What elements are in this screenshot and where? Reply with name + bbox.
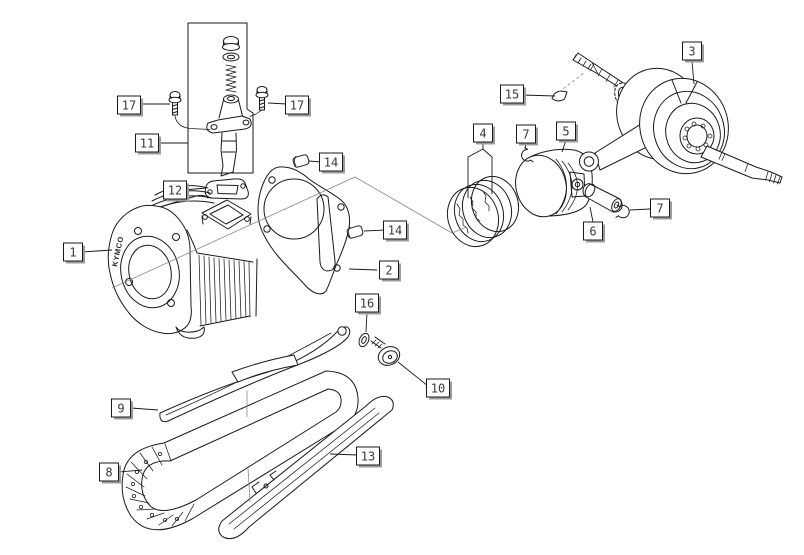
svg-text:17: 17 xyxy=(122,99,136,113)
callout-17-right[interactable]: 17 xyxy=(286,96,312,117)
tensioner-gasket xyxy=(205,179,248,199)
callout-7-upper[interactable]: 7 xyxy=(517,125,539,146)
callout-3[interactable]: 3 xyxy=(683,42,705,63)
rod-small-end xyxy=(580,152,599,171)
callout-14-upper[interactable]: 14 xyxy=(320,153,346,174)
svg-text:12: 12 xyxy=(168,184,182,198)
svg-text:6: 6 xyxy=(589,225,596,239)
dowel-pin-lower xyxy=(346,225,363,239)
chain-guide-lower xyxy=(219,396,394,538)
washer xyxy=(357,332,371,348)
piston xyxy=(509,149,592,222)
svg-text:15: 15 xyxy=(505,88,519,102)
tensioner-cap-bolt xyxy=(223,37,240,51)
cylinder-exhaust-stub xyxy=(176,327,204,338)
svg-text:2: 2 xyxy=(385,264,392,278)
guide-clip xyxy=(270,471,276,480)
crank-bearing xyxy=(680,118,714,154)
svg-text:7: 7 xyxy=(656,202,663,216)
svg-text:10: 10 xyxy=(431,382,445,396)
callouts: 1 2 3 4 5 6 7 xyxy=(64,42,705,484)
piston-pin-clip-lower xyxy=(616,205,629,218)
svg-text:4: 4 xyxy=(479,127,486,141)
tensioner-assembly xyxy=(175,23,262,176)
cylinder-bore-inner xyxy=(124,241,176,303)
callout-13[interactable]: 13 xyxy=(357,447,383,468)
callout-14-lower[interactable]: 14 xyxy=(384,221,410,242)
callout-16[interactable]: 16 xyxy=(356,294,382,315)
svg-text:9: 9 xyxy=(117,402,124,416)
woodruff-key xyxy=(552,91,567,101)
piston-ring-set xyxy=(440,170,526,253)
tensioner-body xyxy=(207,95,251,176)
callout-11[interactable]: 11 xyxy=(136,134,162,155)
callout-12[interactable]: 12 xyxy=(164,181,190,202)
callout-8[interactable]: 8 xyxy=(100,463,122,484)
svg-text:17: 17 xyxy=(290,99,304,113)
gasket-bore xyxy=(264,179,324,239)
callout-6[interactable]: 6 xyxy=(584,222,606,243)
fit-line-right xyxy=(250,110,262,117)
callout-4[interactable]: 4 xyxy=(474,124,496,145)
flange-bolt-right xyxy=(256,87,268,111)
svg-text:13: 13 xyxy=(361,450,375,464)
guide-eye xyxy=(338,327,346,335)
piston-groove xyxy=(556,159,567,214)
svg-text:11: 11 xyxy=(140,137,154,151)
tensioner-spring xyxy=(226,65,236,92)
callout-17-left[interactable]: 17 xyxy=(118,96,144,117)
dowel-pin-upper xyxy=(292,154,309,168)
fit-line-left xyxy=(175,116,210,130)
callout-5[interactable]: 5 xyxy=(557,122,579,143)
piston-crown xyxy=(509,150,573,222)
svg-text:16: 16 xyxy=(360,297,374,311)
svg-text:1: 1 xyxy=(69,246,76,260)
cylinder-gasket xyxy=(258,167,350,294)
cylinder: KYMCO xyxy=(108,186,257,339)
cylinder-face xyxy=(108,205,191,333)
cylinder-bore-outer xyxy=(114,231,186,313)
svg-text:5: 5 xyxy=(562,125,569,139)
callout-15[interactable]: 15 xyxy=(501,85,527,106)
svg-text:14: 14 xyxy=(324,156,338,170)
tensioner-bracket-outline xyxy=(188,23,253,173)
crank-web-notch xyxy=(672,80,697,103)
callout-7-lower[interactable]: 7 xyxy=(651,199,673,220)
crank-right-shaft xyxy=(701,146,782,183)
svg-text:8: 8 xyxy=(105,466,112,480)
svg-text:14: 14 xyxy=(388,224,402,238)
flange-bolt-left xyxy=(169,92,181,116)
assembly-centerlines xyxy=(112,72,585,502)
callout-1[interactable]: 1 xyxy=(64,243,86,264)
tensioner-washer xyxy=(223,53,239,61)
svg-text:3: 3 xyxy=(688,45,695,59)
callout-2[interactable]: 2 xyxy=(380,261,402,282)
sealing-bolt xyxy=(371,337,403,369)
crankshaft xyxy=(573,53,782,185)
guide-clip xyxy=(252,482,259,493)
guide-pad xyxy=(232,355,298,382)
piston-pin xyxy=(583,183,623,213)
callout-9[interactable]: 9 xyxy=(112,399,134,420)
callout-10[interactable]: 10 xyxy=(427,379,453,400)
cylinder-intake-flange xyxy=(202,200,251,229)
chain-guide-upper xyxy=(160,327,350,422)
svg-text:7: 7 xyxy=(522,128,529,142)
